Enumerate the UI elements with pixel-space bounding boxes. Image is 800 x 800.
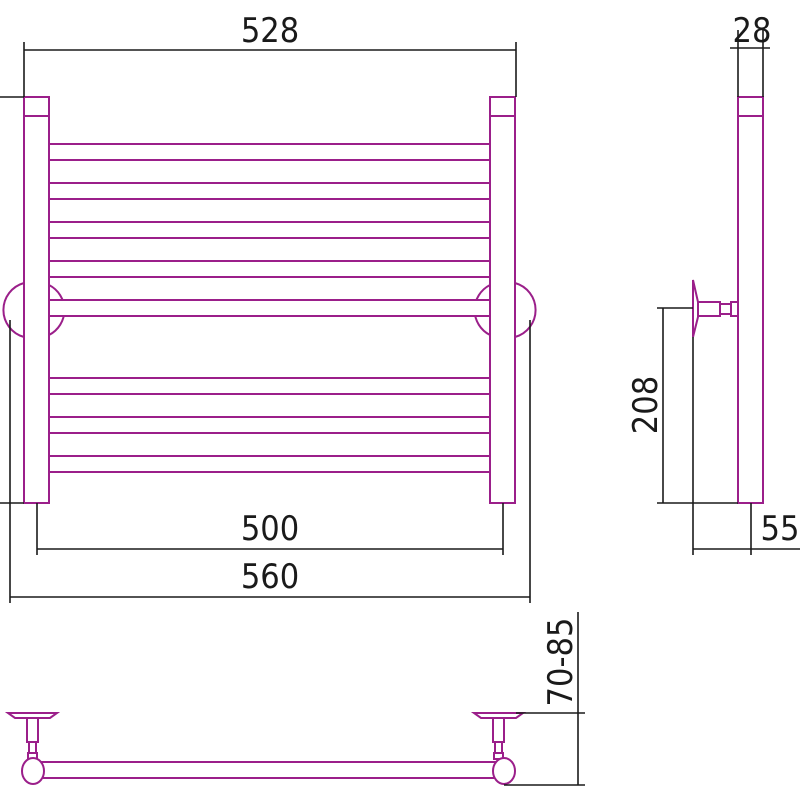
side-post: [737, 96, 764, 504]
dim-28: 28: [733, 11, 772, 51]
dim-500: 500: [241, 509, 299, 549]
rung: [46, 299, 493, 317]
side-view: 28 208 55: [626, 11, 800, 555]
rungs: [46, 143, 493, 473]
rung: [46, 377, 493, 395]
left-post: [23, 96, 50, 504]
front-view: [2, 96, 537, 504]
right-post: [489, 96, 516, 504]
dim-208: 208: [626, 376, 666, 434]
dim-55: 55: [761, 509, 800, 549]
rung: [46, 260, 493, 278]
rung: [46, 182, 493, 200]
rung: [46, 143, 493, 161]
front-dimensions: 528 500 560: [0, 11, 531, 603]
dim-70-85: 70-85: [541, 618, 581, 707]
dim-528: 528: [241, 11, 299, 51]
dim-560: 560: [241, 557, 299, 597]
left-wall-flange: [2, 282, 25, 338]
left-bracket: [4, 712, 61, 785]
rung: [46, 221, 493, 239]
rung: [46, 455, 493, 473]
top-view: 70-85: [4, 612, 585, 786]
rung: [46, 416, 493, 434]
right-wall-flange: [514, 282, 537, 338]
right-bracket: [470, 712, 527, 785]
bottom-bar: [39, 761, 506, 779]
